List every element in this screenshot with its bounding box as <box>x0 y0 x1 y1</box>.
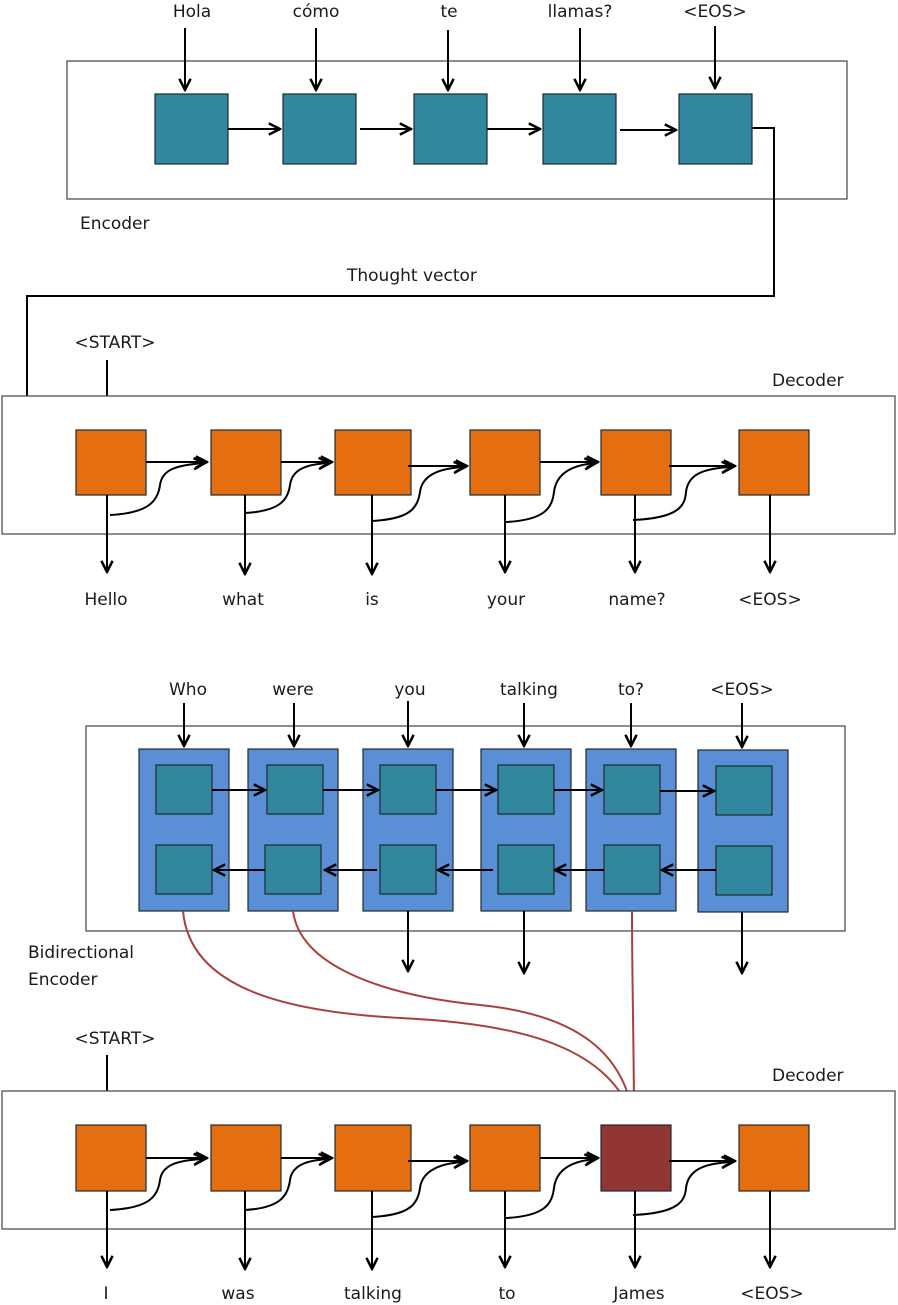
encoder-label: Encoder <box>80 214 150 234</box>
decoder-output-label: I <box>103 1284 108 1304</box>
encoder-input-label: <EOS> <box>710 680 773 700</box>
feedback-curve <box>244 463 330 514</box>
encoder-input-label: <EOS> <box>683 2 746 22</box>
backward-cell <box>715 845 773 896</box>
forward-cell <box>603 764 661 815</box>
decoder-output-label: <EOS> <box>740 1284 803 1304</box>
encoder-cell <box>154 93 229 165</box>
decoder-output-label: James <box>612 1284 664 1304</box>
attention-line <box>182 910 634 1120</box>
forward-cell <box>497 764 555 815</box>
decoder-cell <box>469 1124 541 1192</box>
bidirectional-encoder-label: Bidirectional <box>28 943 134 963</box>
backward-cell <box>379 844 437 895</box>
attention-line <box>632 910 634 1120</box>
bidirectional-encoder-label: Encoder <box>28 970 98 990</box>
decoder-output-label: your <box>487 590 525 610</box>
decoder-output-label: was <box>221 1284 254 1304</box>
decoder-cell <box>75 429 147 496</box>
feedback-curve <box>371 1162 465 1218</box>
backward-cell <box>603 844 661 895</box>
decoder-output-label: <EOS> <box>738 590 801 610</box>
decoder-cell <box>210 429 282 496</box>
decoder-output-label: to <box>498 1284 515 1304</box>
start-token-label: <START> <box>75 333 156 353</box>
encoder-input-label: were <box>272 680 313 700</box>
decoder-output-label: talking <box>344 1284 402 1304</box>
attention-line <box>292 910 634 1120</box>
forward-cell <box>266 764 324 815</box>
decoder-cell <box>600 429 672 496</box>
encoder-input-label: you <box>394 680 425 700</box>
encoder-input-label: Hola <box>173 2 211 22</box>
backward-cell <box>264 844 322 895</box>
decoder-output-label: Hello <box>84 590 127 610</box>
backward-cell <box>497 844 555 895</box>
encoder-input-label: cómo <box>293 2 340 22</box>
feedback-curve <box>371 467 465 522</box>
encoder-input-label: te <box>440 2 457 22</box>
decoder-cell <box>210 1124 282 1192</box>
decoder-cell <box>334 1124 412 1192</box>
decoder-output-label: name? <box>608 590 665 610</box>
feedback-curve <box>632 1162 733 1216</box>
decoder-label: Decoder <box>772 1066 844 1086</box>
feedback-curve <box>109 463 205 516</box>
encoder-cell <box>282 93 357 165</box>
feedback-curve <box>632 467 733 521</box>
thought-vector-label: Thought vector <box>346 266 477 286</box>
forward-cell <box>155 764 213 815</box>
encoder-cell <box>542 93 617 165</box>
decoder-cell <box>738 1124 810 1192</box>
feedback-curve <box>505 1159 596 1219</box>
forward-cell <box>379 764 437 815</box>
encoder-input-label: to? <box>618 680 644 700</box>
encoder-input-label: llamas? <box>548 2 613 22</box>
decoder-cell-attended <box>600 1124 672 1192</box>
decoder-output-label: is <box>365 590 379 610</box>
feedback-curve <box>109 1159 205 1211</box>
encoder-input-label: talking <box>500 680 558 700</box>
encoder-cell <box>413 93 488 165</box>
decoder-output-label: what <box>222 590 264 610</box>
decoder-cell <box>334 429 412 496</box>
encoder-cell <box>678 93 753 165</box>
start-token-label: <START> <box>75 1029 156 1049</box>
decoder-cell <box>738 429 810 496</box>
decoder-cell <box>75 1124 147 1192</box>
backward-cell <box>155 844 213 895</box>
feedback-curve <box>505 463 596 523</box>
encoder-input-label: Who <box>169 680 207 700</box>
decoder-cell <box>469 429 541 496</box>
forward-cell <box>715 765 773 816</box>
decoder-label: Decoder <box>772 371 844 391</box>
feedback-curve <box>244 1159 330 1211</box>
